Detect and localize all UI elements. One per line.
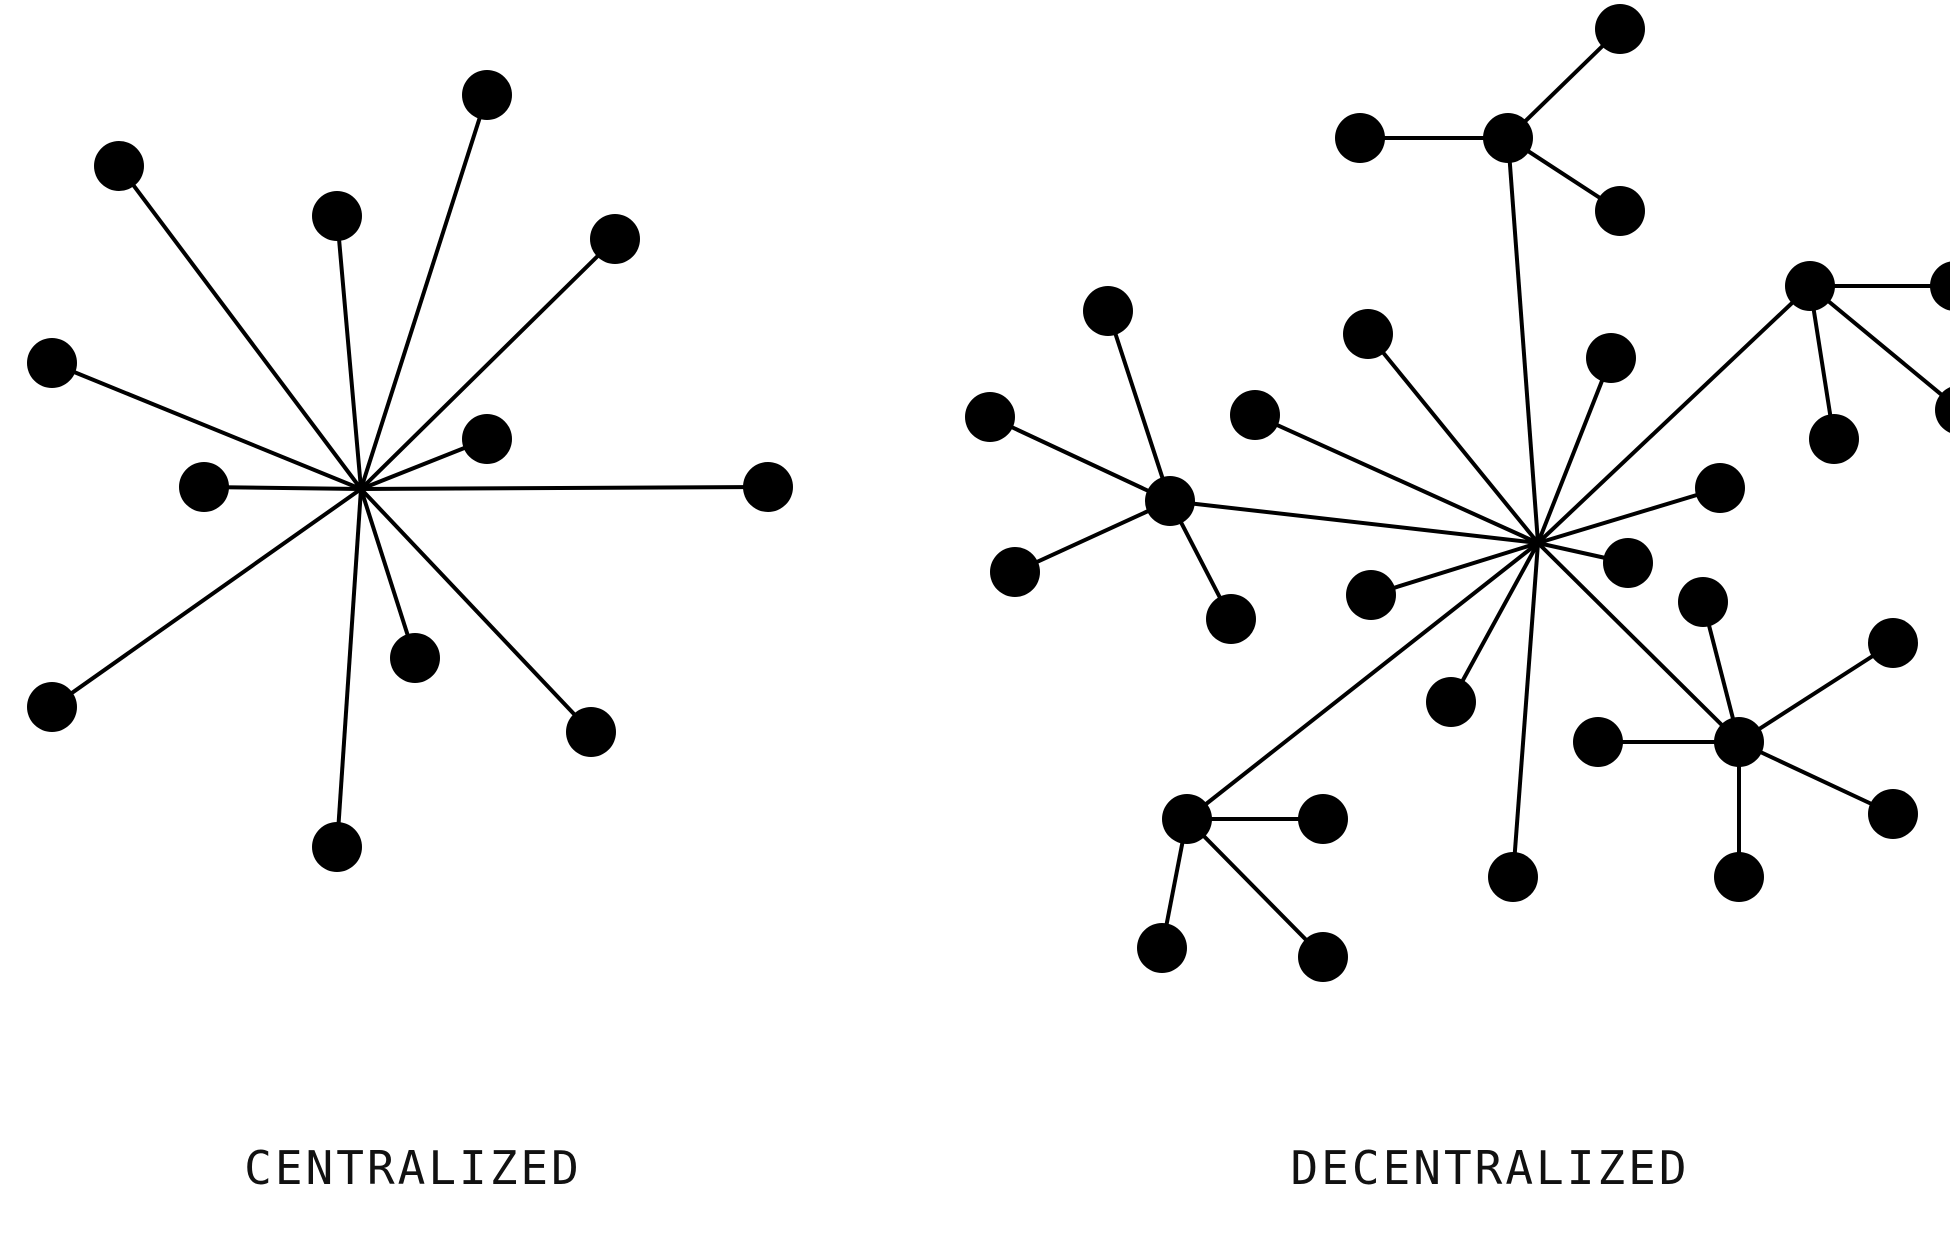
edge-line [1808,284,1950,405]
leaf-node [1083,286,1133,336]
leaf-node [965,392,1015,442]
edge-line [335,215,363,490]
node-layer [965,4,1950,982]
edge-line [359,237,617,491]
leaf-node [1595,186,1645,236]
leaf-node [179,462,229,512]
edge-line [1506,137,1540,544]
edge-line [1737,641,1895,744]
edge-line [1185,541,1540,821]
leaf-node [27,338,77,388]
leaf-node [94,141,144,191]
edge-line [1169,499,1539,545]
leaf-node [1335,113,1385,163]
leaf-node [743,462,793,512]
leaf-node [1137,923,1187,973]
edge-line [203,485,362,491]
leaf-node [312,822,362,872]
hub-node [1162,794,1212,844]
leaf-node [1298,932,1348,982]
edge-line [1185,817,1325,959]
leaf-node [312,191,362,241]
edge-line [1254,413,1539,545]
edge-line [360,485,769,491]
edge-line [51,361,362,491]
centralized-network [27,70,793,872]
leaf-node [1346,570,1396,620]
leaf-node [1488,852,1538,902]
leaf-node [590,214,640,264]
leaf-node [1868,789,1918,839]
leaf-node [1868,618,1918,668]
leaf-node [1930,261,1950,311]
leaf-node [1935,387,1950,433]
leaf-node [1714,852,1764,902]
leaf-node [1426,677,1476,727]
leaf-node [1573,717,1623,767]
leaf-node [1586,333,1636,383]
leaf-node [1603,538,1653,588]
edge-line [335,488,363,848]
leaf-node [1678,577,1728,627]
leaf-node [1298,794,1348,844]
leaf-node [1206,594,1256,644]
leaf-node [1809,414,1859,464]
edge-line [1014,499,1171,574]
edge-line [1511,542,1540,878]
edge-line [1537,486,1721,545]
edge-line [359,487,593,734]
edge-line [1536,284,1812,545]
leaf-node [1343,309,1393,359]
leaf-node [566,707,616,757]
edge-layer [50,94,769,848]
leaf-node [390,633,440,683]
centralized-caption: CENTRALIZED [244,1141,582,1195]
edge-line [1738,740,1894,816]
edge-line [359,488,417,659]
edge-line [1449,542,1540,703]
leaf-node [462,414,512,464]
hub-node [1145,476,1195,526]
leaf-node [990,547,1040,597]
leaf-node [1595,4,1645,54]
edge-line [117,164,363,491]
edge-line [1106,310,1172,502]
edge-line [1536,357,1613,544]
hub-node [1483,113,1533,163]
hub-node [1785,261,1835,311]
edge-line [1808,285,1836,440]
leaf-node [462,70,512,120]
leaf-node [1695,463,1745,513]
edge-line [1366,332,1540,545]
hub-node [1714,717,1764,767]
node-layer [27,70,793,872]
edge-line [1506,27,1622,140]
edge-line [989,415,1171,503]
decentralized-caption: DECENTRALIZED [1290,1141,1690,1195]
decentralized-network [965,4,1950,982]
leaf-node [27,682,77,732]
edge-layer [989,27,1950,959]
edge-line [359,94,489,490]
edge-line [50,487,363,709]
edge-line [1536,541,1741,744]
leaf-node [1230,390,1280,440]
edge-line [1370,541,1539,597]
